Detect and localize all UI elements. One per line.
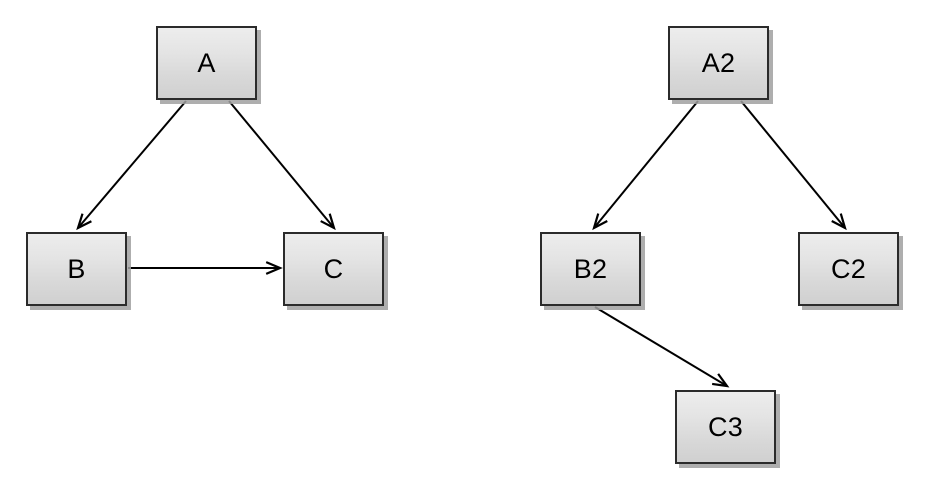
node-label: B: [67, 253, 86, 284]
node-label: C3: [708, 411, 743, 442]
arrowhead-icon: [592, 213, 608, 231]
node-label: B2: [573, 253, 608, 284]
edge-b2-to-c3: [594, 306, 730, 388]
arrowhead-icon: [831, 213, 847, 231]
arrowhead-icon: [265, 261, 283, 275]
node-b[interactable]: B: [26, 232, 127, 306]
arrowhead-icon: [76, 213, 92, 231]
arrowhead-icon: [711, 373, 730, 388]
edge-a2-to-b2: [592, 100, 699, 231]
node-c[interactable]: C: [283, 232, 384, 306]
edge-b-to-c: [128, 261, 283, 275]
node-label: C2: [831, 253, 866, 284]
edge-a-to-c: [228, 100, 336, 231]
node-a2[interactable]: A2: [668, 26, 769, 100]
node-a[interactable]: A: [156, 26, 257, 100]
node-label: A: [197, 47, 216, 78]
node-c2[interactable]: C2: [798, 232, 899, 306]
node-c3[interactable]: C3: [675, 390, 776, 464]
edge-a-to-b: [76, 100, 187, 231]
arrowhead-icon: [320, 213, 336, 231]
node-b2[interactable]: B2: [540, 232, 641, 306]
node-label: C: [323, 253, 344, 284]
edge-a2-to-c2: [740, 100, 847, 231]
node-label: A2: [701, 47, 736, 78]
